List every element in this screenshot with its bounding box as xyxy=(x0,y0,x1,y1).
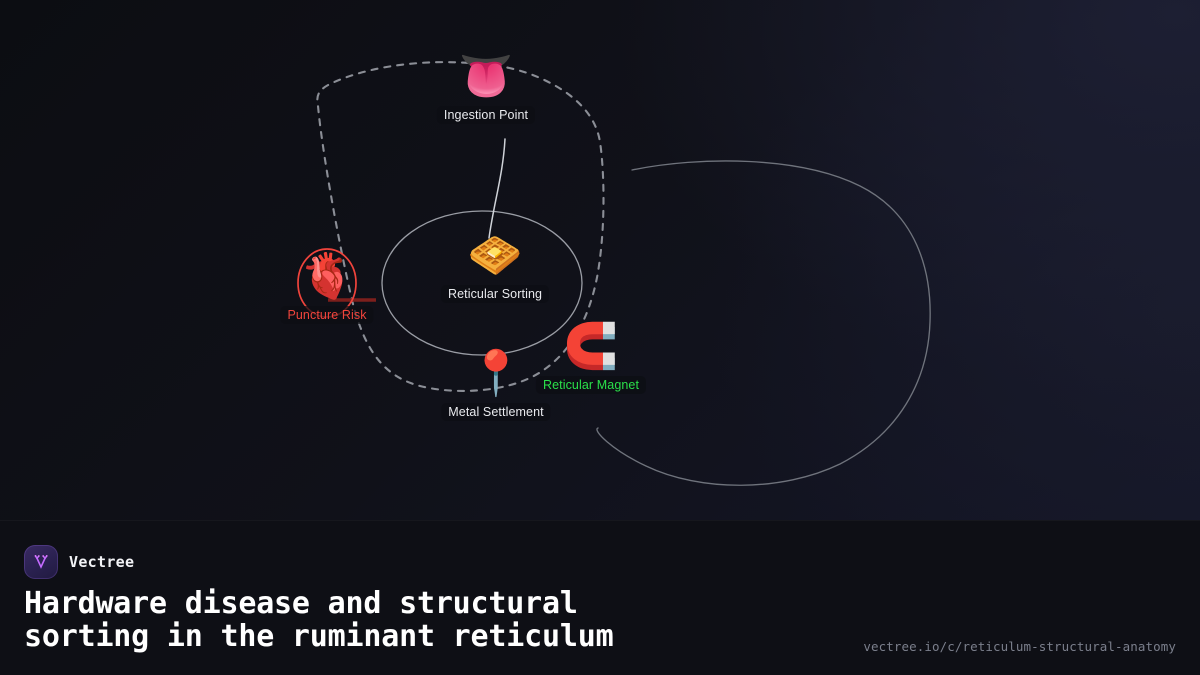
magnet-icon: 🧲 xyxy=(563,321,619,372)
diagram-canvas[interactable]: 👅 Ingestion Point 🧇 Reticular Sorting 🫀 … xyxy=(0,0,1200,520)
reticulum-outline-shape xyxy=(381,210,583,356)
footer-bar: Vectree Hardware disease and structural … xyxy=(0,520,1200,675)
esophagus-path-shape xyxy=(488,138,506,239)
node-label-metal-settlement: Metal Settlement xyxy=(441,403,551,421)
waffle-icon: 🧇 xyxy=(467,230,523,281)
node-reticular-sorting[interactable]: 🧇 Reticular Sorting xyxy=(440,230,550,303)
vectree-logo-icon xyxy=(24,545,58,579)
brand-name: Vectree xyxy=(69,553,135,571)
node-reticular-magnet[interactable]: 🧲 Reticular Magnet xyxy=(535,321,647,394)
page-title: Hardware disease and structural sorting … xyxy=(24,586,614,654)
node-label-reticular-sorting: Reticular Sorting xyxy=(440,285,550,303)
brand[interactable]: Vectree xyxy=(24,545,134,579)
digestive-tract-outline-shape xyxy=(316,61,605,392)
vectree-logo-glyph xyxy=(34,554,48,569)
node-metal-settlement[interactable]: 📍 Metal Settlement xyxy=(441,348,551,421)
tongue-icon: 👅 xyxy=(458,51,514,102)
node-label-reticular-magnet: Reticular Magnet xyxy=(535,376,647,394)
node-label-puncture-risk: Puncture Risk xyxy=(280,306,374,324)
round-pushpin-icon: 📍 xyxy=(468,348,524,399)
rumen-outline-shape xyxy=(596,160,931,486)
source-url: vectree.io/c/reticulum-structural-anatom… xyxy=(863,639,1176,654)
anatomical-heart-icon: 🫀 xyxy=(299,251,355,302)
node-label-ingestion-point: Ingestion Point xyxy=(436,106,536,124)
node-ingestion-point[interactable]: 👅 Ingestion Point xyxy=(436,51,536,124)
node-puncture-risk[interactable]: 🫀 Puncture Risk xyxy=(280,251,374,324)
diagram-svg xyxy=(297,61,931,486)
